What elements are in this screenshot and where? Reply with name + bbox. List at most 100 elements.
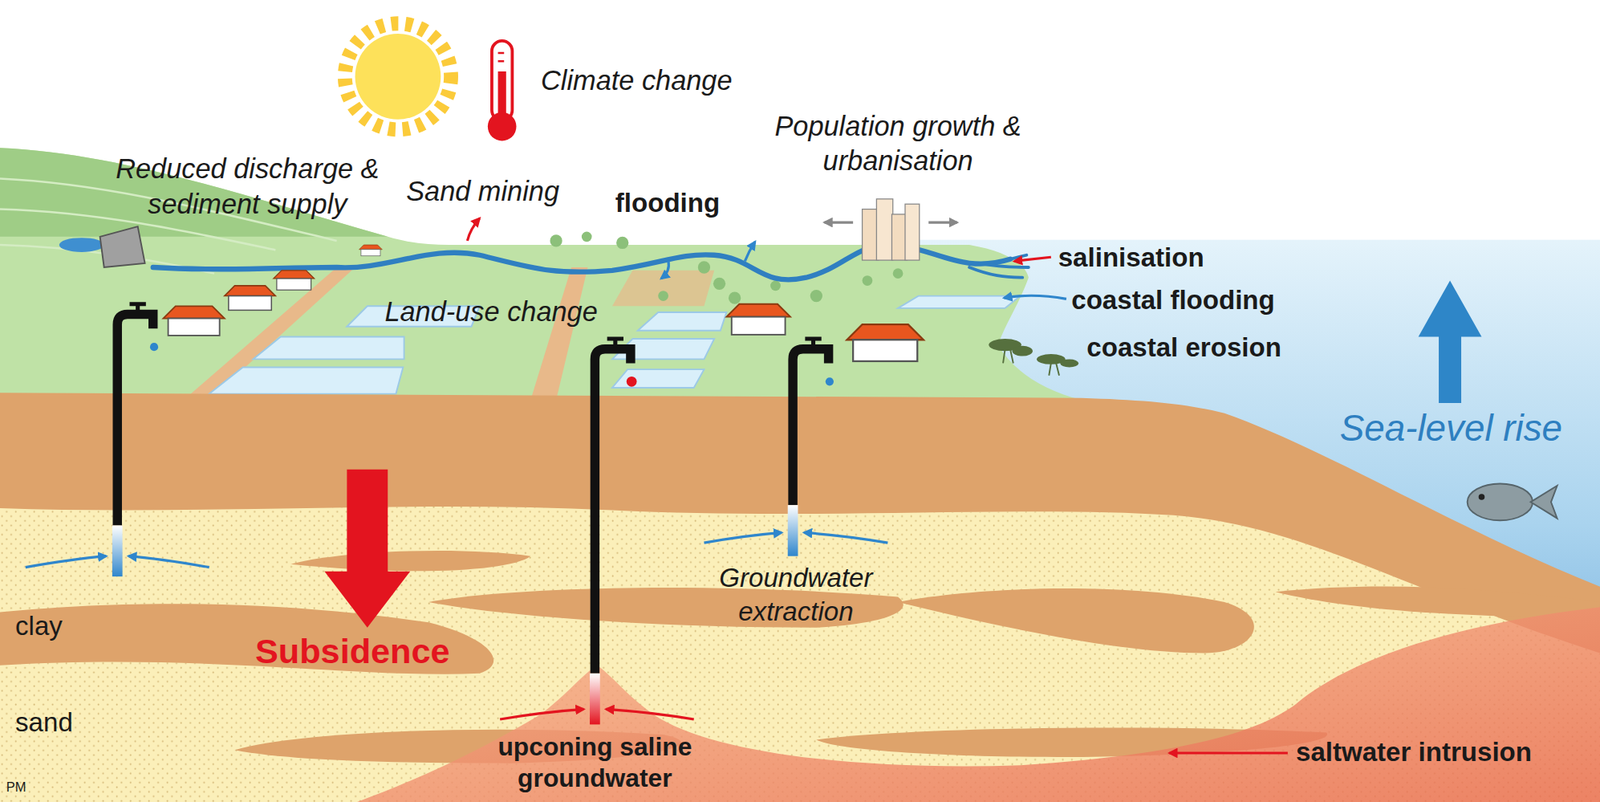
land-surface-part-part xyxy=(770,280,781,292)
dam-reservoir-part xyxy=(100,226,146,268)
sun-thermometer xyxy=(345,23,517,141)
houses-part-part xyxy=(276,278,312,290)
wells xyxy=(117,304,829,674)
annotation-label: upconing saline groundwater xyxy=(457,730,733,794)
annotation-label: Groundwater extraction xyxy=(694,560,898,628)
well-screens-part xyxy=(787,504,799,557)
houses-part-part xyxy=(846,324,923,340)
annotation-label: Reduced discharge & sediment supply xyxy=(112,153,383,223)
city-part xyxy=(928,220,958,224)
land-surface-part-part xyxy=(713,277,726,290)
houses-part-part xyxy=(224,285,277,297)
subsidence-arrow-part xyxy=(324,469,411,628)
river-part xyxy=(979,263,1029,268)
river-part xyxy=(1010,255,1027,260)
wells-part xyxy=(792,349,829,505)
houses-part-part xyxy=(228,296,272,311)
sea-level-arrow xyxy=(1418,280,1483,404)
city xyxy=(824,198,958,260)
annotation-label: flooding xyxy=(615,186,720,220)
flow-arrows-part xyxy=(661,260,669,279)
annotation-label: Land-use change xyxy=(384,296,597,331)
flow-arrows xyxy=(25,218,1288,753)
houses-part xyxy=(846,324,923,362)
subsurface-layers-part-part xyxy=(897,588,1255,653)
houses-part-part xyxy=(162,305,224,318)
houses-part xyxy=(224,285,277,311)
city-part xyxy=(824,220,854,224)
land-surface-part-part xyxy=(616,236,629,249)
dam-reservoir-part xyxy=(59,237,105,252)
land-surface-part-part xyxy=(209,367,404,394)
flow-arrows-part xyxy=(605,708,694,719)
subsurface-layers-part-part xyxy=(1275,586,1600,618)
land-surface-part xyxy=(0,147,1082,400)
land-surface-part-part xyxy=(810,289,823,302)
land-surface-part-part xyxy=(549,234,562,247)
flow-arrows-part xyxy=(128,556,209,568)
mangroves-part xyxy=(1003,349,1060,376)
houses-part-part xyxy=(273,270,315,279)
subsurface-layers xyxy=(0,392,1600,802)
land-surface-part xyxy=(530,267,588,400)
land-surface-part-part xyxy=(612,369,704,388)
annotation-label: PM xyxy=(6,779,27,796)
well-screens-part xyxy=(825,377,834,386)
houses-part-part xyxy=(168,318,220,336)
sun-thermometer-part xyxy=(345,23,451,130)
subsurface-layers-part xyxy=(0,506,1600,802)
land-surface-part xyxy=(549,231,903,305)
houses-part-part xyxy=(726,304,790,317)
annotation-label: saltwater intrusion xyxy=(1295,735,1532,768)
river-part xyxy=(969,267,1023,278)
land-surface-part xyxy=(0,147,388,237)
houses-part-part xyxy=(361,249,381,256)
annotation-label: Population growth & urbanisation xyxy=(759,109,1036,179)
annotation-label: salinisation xyxy=(1058,240,1205,274)
houses-part-part xyxy=(359,244,383,250)
houses-part xyxy=(726,304,790,335)
annotation-label: Sea-level rise xyxy=(1340,405,1563,451)
land-surface-part-part xyxy=(893,268,904,279)
flow-arrows-part xyxy=(467,218,480,241)
subsurface-layers-part xyxy=(0,506,1600,802)
mangroves xyxy=(988,338,1079,376)
flow-arrows-part xyxy=(25,556,106,568)
flow-arrows-part xyxy=(499,708,584,719)
well-screens-part xyxy=(150,342,159,351)
well-screens xyxy=(112,342,834,724)
subsurface-layers-part-part xyxy=(290,550,531,571)
houses-part xyxy=(273,270,315,290)
fish-part xyxy=(1478,493,1486,500)
city-part xyxy=(905,203,920,260)
land-surface-part-part xyxy=(657,290,669,301)
annotation-label: coastal flooding xyxy=(1071,283,1276,317)
flow-arrows-part xyxy=(744,241,756,261)
well-screens-part xyxy=(589,673,601,725)
land-surface-part-part xyxy=(637,312,727,331)
land-surface-part-part xyxy=(581,231,593,243)
land-surface xyxy=(0,147,1082,400)
city-part xyxy=(876,198,893,260)
flow-arrows-part xyxy=(804,531,888,543)
annotation-label: Climate change xyxy=(540,64,733,99)
houses-part-part xyxy=(731,316,786,335)
annotation-label: sand xyxy=(15,706,74,740)
land-surface-part-part xyxy=(252,336,404,359)
subsidence-arrow xyxy=(324,469,411,628)
houses-part-part xyxy=(852,339,918,362)
mangroves-part xyxy=(1059,358,1079,367)
flow-arrows-part xyxy=(1014,256,1052,261)
land-surface-part-part xyxy=(728,292,741,305)
wells-part xyxy=(117,313,154,525)
wells-part xyxy=(594,349,631,674)
flow-arrows-part xyxy=(703,531,782,543)
flow-arrows-part xyxy=(1003,295,1067,299)
sun-thermometer-part xyxy=(355,33,442,120)
sun-thermometer-part xyxy=(487,112,517,142)
well-screens-part xyxy=(112,525,123,577)
annotation-label: Subsidence xyxy=(255,629,451,673)
land-surface-part-part xyxy=(698,260,711,273)
sun-thermometer-part xyxy=(498,52,505,61)
